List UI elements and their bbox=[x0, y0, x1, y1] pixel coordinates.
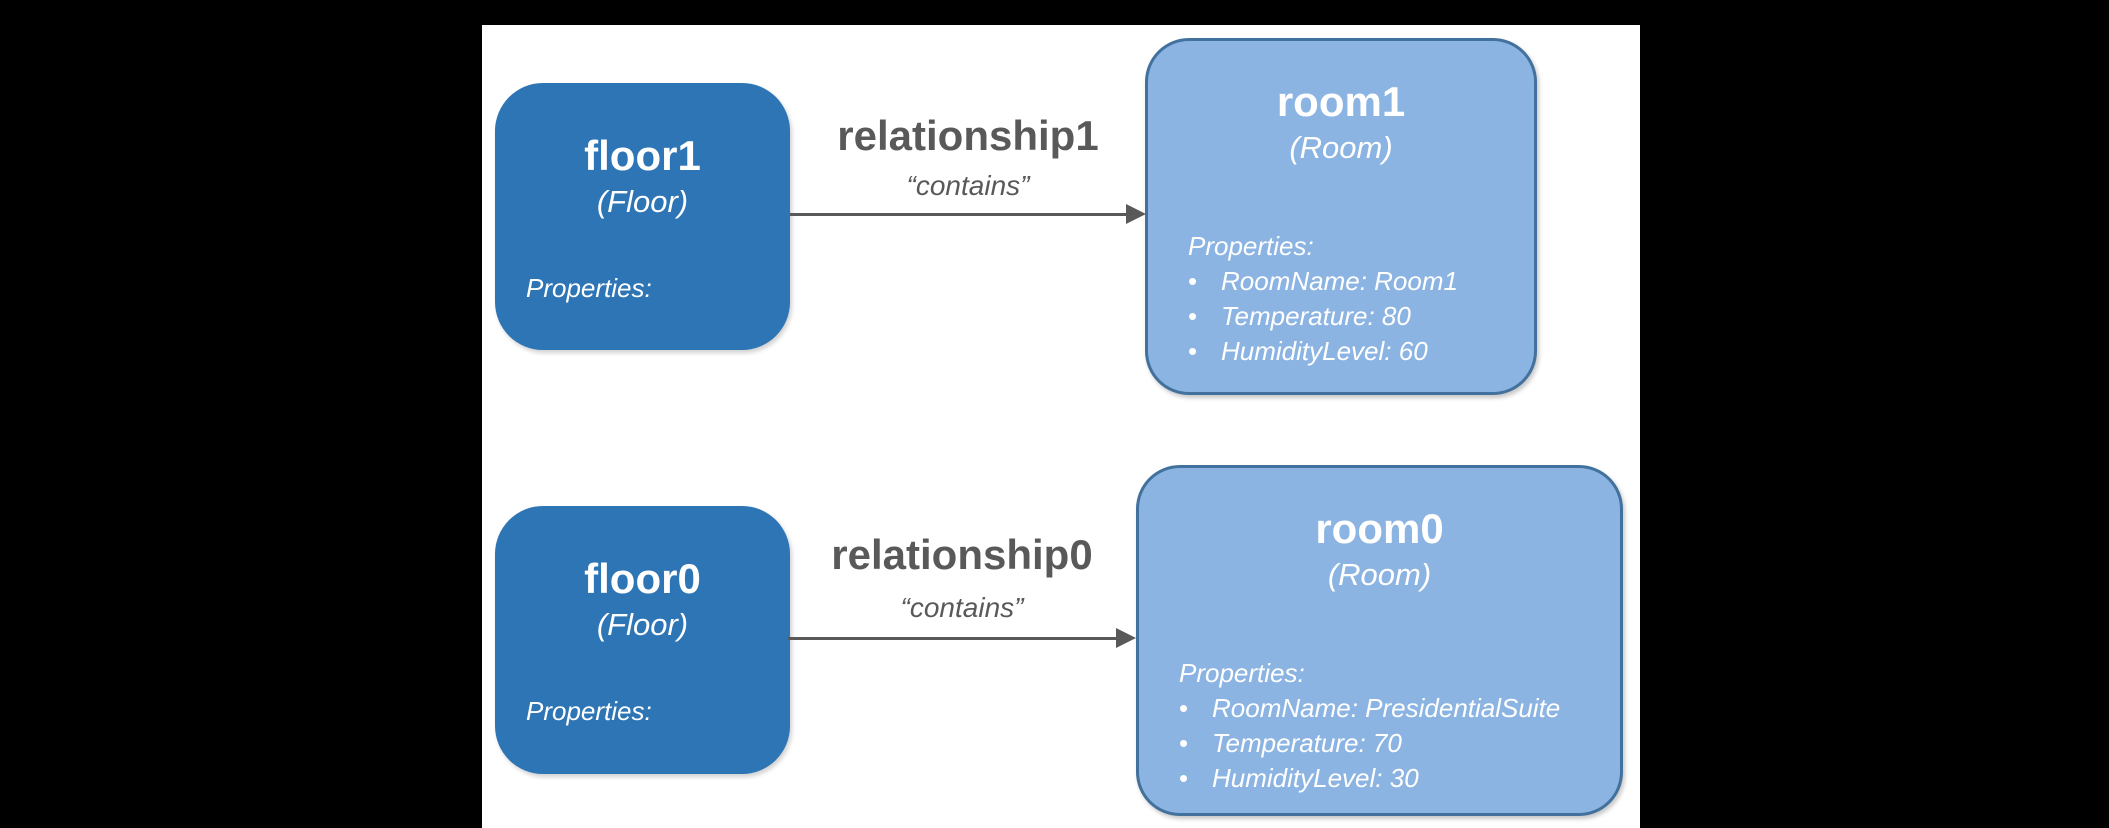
property-item: • Temperature: 70 bbox=[1179, 726, 1600, 761]
node-type-label: (Room) bbox=[1327, 557, 1432, 593]
properties-section: Properties: bbox=[526, 694, 776, 729]
arrow-head-icon bbox=[1126, 204, 1146, 224]
property-text: HumidityLevel: 30 bbox=[1212, 763, 1419, 793]
node-type-label: (Floor) bbox=[596, 607, 689, 643]
bullet-icon: • bbox=[1179, 693, 1189, 723]
bullet-icon: • bbox=[1179, 763, 1189, 793]
room0-node: room0 (Room) Properties: • RoomName: Pre… bbox=[1136, 465, 1623, 816]
properties-label: Properties: bbox=[1179, 658, 1305, 688]
room1-node: room1 (Room) Properties: • RoomName: Roo… bbox=[1145, 38, 1537, 395]
node-title: floor0 bbox=[584, 555, 701, 602]
node-type-label: (Room) bbox=[1289, 130, 1393, 166]
properties-list: • RoomName: Room1 • Temperature: 80 • Hu… bbox=[1188, 264, 1514, 369]
floor0-node: floor0 (Floor) Properties: bbox=[495, 506, 790, 774]
arrow-line bbox=[788, 637, 1116, 640]
relationship0-quote: “contains” bbox=[900, 592, 1024, 623]
bullet-icon: • bbox=[1188, 301, 1198, 331]
arrow-head-icon bbox=[1116, 628, 1136, 648]
property-text: RoomName: PresidentialSuite bbox=[1212, 693, 1561, 723]
node-title: room0 bbox=[1315, 505, 1444, 552]
properties-section: Properties: bbox=[526, 271, 776, 306]
properties-label: Properties: bbox=[526, 696, 652, 726]
properties-list: • RoomName: PresidentialSuite • Temperat… bbox=[1179, 691, 1600, 796]
relationship0-group: relationship0 “contains” bbox=[788, 531, 1136, 651]
property-item: • Temperature: 80 bbox=[1188, 299, 1514, 334]
properties-label: Properties: bbox=[1188, 231, 1314, 261]
property-text: Temperature: 70 bbox=[1212, 728, 1402, 758]
bullet-icon: • bbox=[1188, 266, 1198, 296]
relationship0-label: relationship0 bbox=[831, 531, 1093, 578]
relationship1-label: relationship1 bbox=[837, 112, 1099, 159]
node-type-label: (Floor) bbox=[596, 184, 689, 220]
diagram-panel: floor1 (Floor) Properties: room1 (Room) … bbox=[482, 25, 1640, 828]
property-item: • HumidityLevel: 30 bbox=[1179, 761, 1600, 796]
relationship1-quote: “contains” bbox=[906, 170, 1030, 201]
properties-label: Properties: bbox=[526, 273, 652, 303]
floor1-node: floor1 (Floor) Properties: bbox=[495, 83, 790, 350]
property-item: • RoomName: Room1 bbox=[1188, 264, 1514, 299]
bullet-icon: • bbox=[1179, 728, 1189, 758]
property-item: • HumidityLevel: 60 bbox=[1188, 334, 1514, 369]
properties-section: Properties: • RoomName: Room1 • Temperat… bbox=[1188, 229, 1514, 369]
property-item: • RoomName: PresidentialSuite bbox=[1179, 691, 1600, 726]
relationship1-group: relationship1 “contains” bbox=[790, 112, 1146, 232]
node-title: room1 bbox=[1276, 78, 1406, 125]
property-text: RoomName: Room1 bbox=[1221, 266, 1458, 296]
node-title: floor1 bbox=[584, 132, 701, 179]
property-text: Temperature: 80 bbox=[1221, 301, 1411, 331]
bullet-icon: • bbox=[1188, 336, 1198, 366]
arrow-line bbox=[790, 213, 1128, 216]
properties-section: Properties: • RoomName: PresidentialSuit… bbox=[1179, 656, 1600, 796]
property-text: HumidityLevel: 60 bbox=[1221, 336, 1428, 366]
